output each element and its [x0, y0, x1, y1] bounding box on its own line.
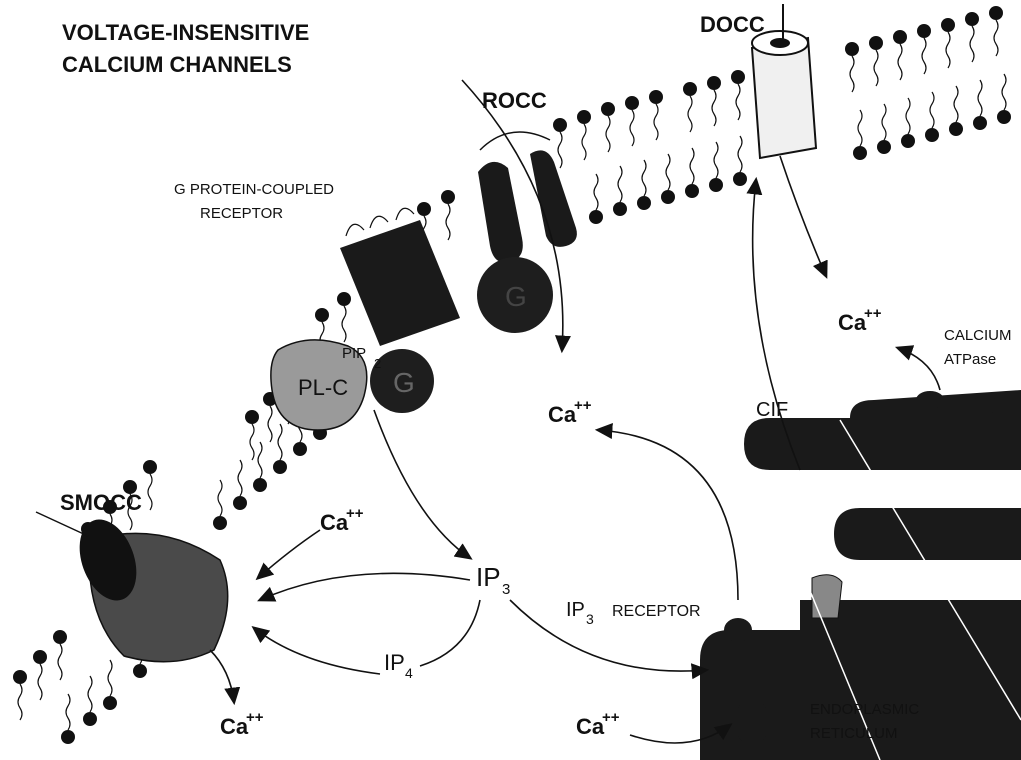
- rocc-label: ROCC: [482, 88, 547, 113]
- gpcr-label-line-1: G PROTEIN-COUPLED: [174, 181, 334, 198]
- ip3-receptor-label: IP 3 RECEPTOR: [566, 599, 701, 627]
- ip3-label: IP 3: [476, 562, 510, 598]
- svg-text:Ca: Ca: [838, 310, 867, 335]
- svg-text:Ca: Ca: [548, 402, 577, 427]
- svg-text:++: ++: [602, 709, 620, 726]
- cif-label: CIF: [756, 399, 788, 421]
- ca-label-smocc-in: Ca++: [320, 505, 364, 535]
- svg-text:Ca: Ca: [576, 714, 605, 739]
- svg-text:++: ++: [246, 709, 264, 726]
- svg-text:++: ++: [574, 397, 592, 414]
- ca-label-center: Ca++: [548, 397, 592, 427]
- svg-text:3: 3: [502, 581, 510, 598]
- ip4-label: IP 4: [384, 650, 413, 681]
- g-protein-label: G: [393, 367, 415, 398]
- pip2-subscript: 2: [374, 356, 381, 371]
- ca-label-bottom-er: Ca++: [576, 709, 620, 739]
- svg-text:++: ++: [346, 505, 364, 522]
- title-line-2: CALCIUM CHANNELS: [62, 52, 292, 77]
- svg-text:3: 3: [586, 611, 594, 627]
- ca-label-atpase: Ca++: [838, 305, 882, 335]
- gpcr-receptor: [340, 208, 460, 346]
- plc-label: PL-C: [298, 375, 348, 400]
- er-label-line-2: RETICULUM: [810, 725, 898, 742]
- calcium-atpase-label-line-1: CALCIUM: [944, 327, 1012, 344]
- smocc-label: SMOCC: [60, 490, 142, 515]
- svg-text:G: G: [505, 281, 527, 312]
- title-line-1: VOLTAGE-INSENSITIVE: [62, 20, 309, 45]
- svg-text:IP: IP: [566, 599, 585, 621]
- svg-text:IP: IP: [384, 650, 405, 675]
- svg-text:4: 4: [405, 665, 413, 681]
- svg-text:Ca: Ca: [220, 714, 249, 739]
- gpcr-label-line-2: RECEPTOR: [200, 205, 283, 222]
- svg-text:RECEPTOR: RECEPTOR: [612, 603, 701, 620]
- svg-text:Ca: Ca: [320, 510, 349, 535]
- calcium-atpase-label-line-2: ATPase: [944, 351, 996, 368]
- diagram-title: VOLTAGE-INSENSITIVE CALCIUM CHANNELS: [62, 20, 309, 77]
- svg-text:IP: IP: [476, 562, 501, 592]
- svg-text:++: ++: [864, 305, 882, 322]
- pip2-label: PIP: [342, 345, 366, 362]
- docc-label: DOCC: [700, 12, 765, 37]
- er-label-line-1: ENDOPLASMIC: [810, 701, 919, 718]
- ca-label-bottom-left: Ca++: [220, 709, 264, 739]
